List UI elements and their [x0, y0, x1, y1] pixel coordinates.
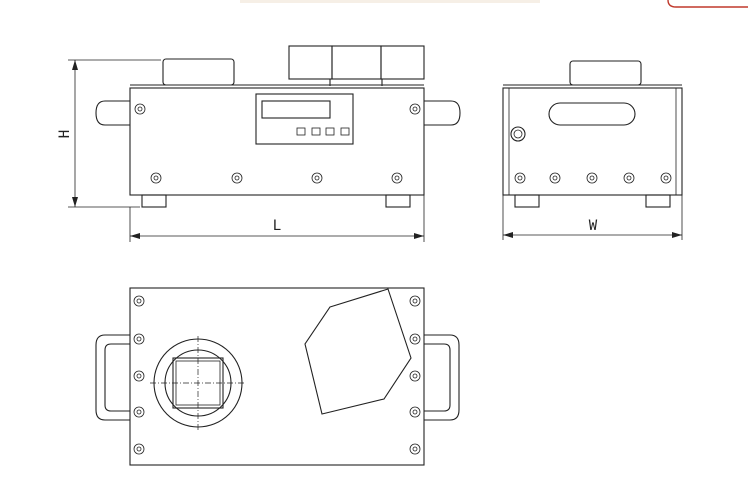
front-left-handle	[95, 100, 130, 126]
front-foot-right	[385, 194, 411, 208]
front-body	[129, 87, 425, 196]
front-top-cylinder	[162, 58, 235, 86]
top-hexagon-panel	[304, 288, 412, 415]
top-shade	[240, 0, 540, 3]
front-view	[95, 45, 461, 208]
length-dimension	[129, 195, 425, 242]
front-right-handle	[424, 100, 461, 126]
display-screen	[261, 100, 331, 119]
side-foot-left	[514, 194, 540, 208]
front-top-boxes	[288, 45, 425, 86]
panel-button-4	[340, 127, 350, 136]
front-foot-left	[141, 194, 167, 208]
corner-tab	[667, 0, 748, 8]
panel-button-3	[325, 127, 335, 136]
top-body	[129, 287, 425, 466]
width-label: W	[589, 218, 598, 234]
display-panel	[255, 93, 354, 145]
side-view	[502, 60, 683, 208]
top-left-handle	[95, 334, 130, 421]
height-dimension	[68, 59, 161, 208]
side-connector	[510, 126, 526, 142]
side-foot-right	[645, 194, 671, 208]
side-top-cylinder	[569, 60, 642, 86]
height-label: H	[57, 130, 73, 138]
top-view	[95, 287, 460, 466]
width-dimension	[502, 195, 683, 240]
side-handle-slot	[548, 102, 636, 126]
side-screws	[514, 172, 672, 184]
top-right-handle	[424, 334, 460, 421]
front-screws	[134, 103, 421, 184]
side-body	[502, 87, 683, 196]
panel-button-2	[311, 127, 321, 136]
top-screws	[133, 295, 421, 455]
length-label: L	[273, 218, 281, 234]
panel-button-1	[296, 127, 306, 136]
